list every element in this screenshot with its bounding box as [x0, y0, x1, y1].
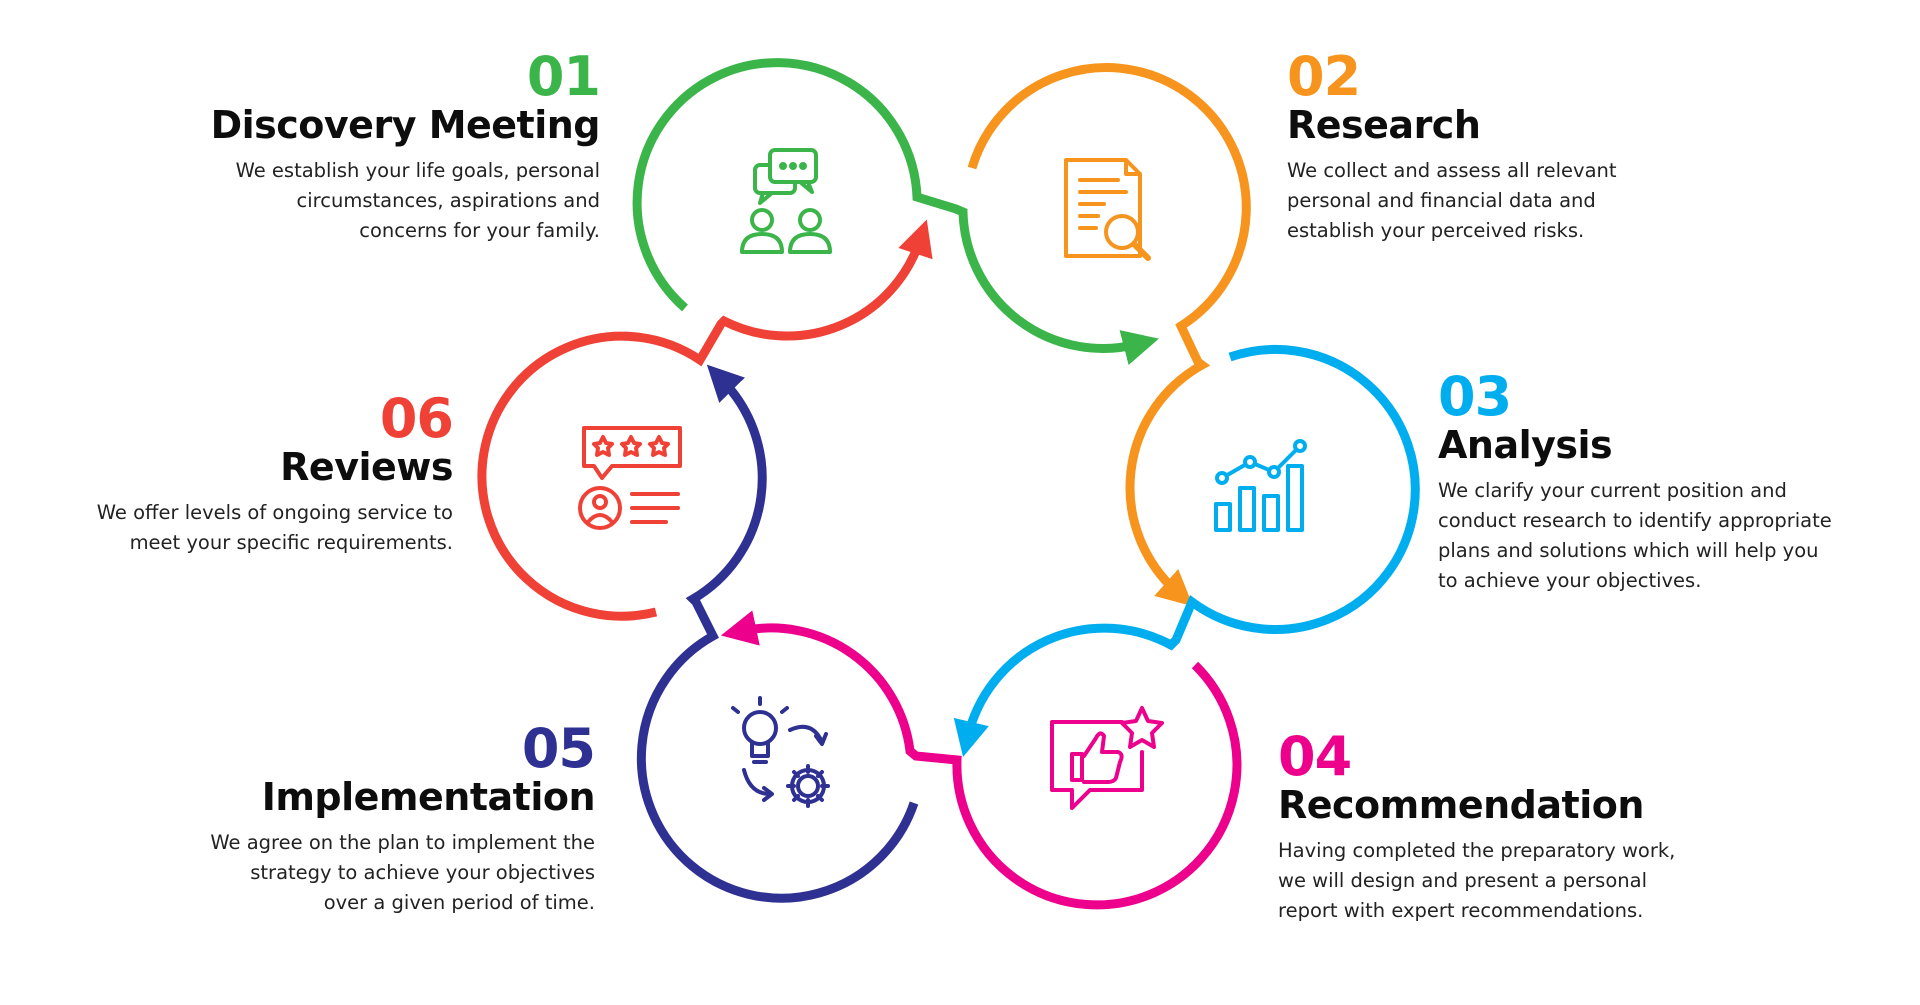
step-06-number: 06 — [379, 387, 454, 450]
step-04-number: 04 — [1278, 725, 1352, 788]
step-03-block: 03 Analysis We clarify your current posi… — [1438, 370, 1908, 596]
step-05-desc-line: We agree on the plan to implement the — [210, 830, 595, 854]
step-01-desc-line: circumstances, aspirations and — [296, 188, 600, 212]
step-03-ring — [953, 344, 1420, 758]
step-05-title: Implementation — [261, 775, 596, 819]
step-04-desc-line: we will design and present a personal — [1278, 868, 1647, 892]
step-03-number: 03 — [1438, 365, 1512, 428]
step-01-desc-line: We establish your life goals, personal — [235, 158, 600, 182]
step-01-title: Discovery Meeting — [210, 103, 601, 147]
step-02-title: Research — [1287, 103, 1481, 147]
thumbs-up-star-icon — [1050, 706, 1164, 810]
step-04-block: 04 Recommendation Having completed the p… — [1278, 730, 1758, 926]
analytics-chart-icon — [1214, 439, 1307, 532]
step-04-desc-line: Having completed the preparatory work, — [1278, 838, 1676, 862]
step-03-desc-line: to achieve your objectives. — [1438, 568, 1702, 592]
step-01-description: We establish your life goals, personal c… — [160, 156, 600, 246]
step-03-desc-line: conduct research to identify appropriate — [1438, 508, 1832, 532]
step-06-desc-line: meet your specific requirements. — [129, 530, 453, 554]
step-04-ring — [720, 610, 1242, 910]
step-02-desc-line: personal and financial data and — [1287, 188, 1596, 212]
step-01-desc-line: concerns for your family. — [359, 218, 600, 242]
step-02-ring — [967, 63, 1251, 607]
step-02-description: We collect and assess all relevant perso… — [1287, 156, 1727, 246]
step-01-ring — [632, 58, 1159, 366]
step-03-title: Analysis — [1438, 423, 1613, 467]
step-02-desc-line: We collect and assess all relevant — [1287, 158, 1617, 182]
step-02-number: 02 — [1287, 45, 1361, 108]
step-06-desc-line: We offer levels of ongoing service to — [96, 500, 453, 524]
step-01-number: 01 — [526, 45, 601, 108]
step-03-description: We clarify your current position and con… — [1438, 476, 1908, 596]
step-05-description: We agree on the plan to implement the st… — [130, 828, 595, 918]
step-02-block: 02 Research We collect and assess all re… — [1287, 50, 1727, 246]
step-01-block: 01 Discovery Meeting We establish your l… — [160, 45, 601, 246]
step-03-desc-line: We clarify your current position and — [1438, 478, 1787, 502]
step-04-description: Having completed the preparatory work, w… — [1278, 836, 1758, 926]
document-search-icon — [1064, 158, 1151, 261]
step-05-number: 05 — [521, 717, 596, 780]
step-06-ring — [477, 219, 933, 621]
step-05-desc-line: over a given period of time. — [323, 890, 595, 914]
step-02-desc-line: establish your perceived risks. — [1287, 218, 1585, 242]
idea-gear-cycle-icon — [731, 696, 830, 808]
step-03-desc-line: plans and solutions which will help you — [1438, 538, 1819, 562]
step-04-title: Recommendation — [1278, 783, 1644, 827]
step-06-title: Reviews — [280, 445, 453, 489]
meeting-chat-icon — [740, 148, 832, 254]
step-06-description: We offer levels of ongoing service to me… — [40, 498, 453, 558]
step-05-desc-line: strategy to achieve your objectives — [250, 860, 595, 884]
step-04-desc-line: report with expert recommendations. — [1278, 898, 1644, 922]
step-05-block: 05 Implementation We agree on the plan t… — [130, 717, 596, 918]
rating-review-icon — [578, 426, 682, 530]
step-06-block: 06 Reviews We offer levels of ongoing se… — [40, 387, 454, 558]
step-05-ring — [636, 364, 919, 903]
